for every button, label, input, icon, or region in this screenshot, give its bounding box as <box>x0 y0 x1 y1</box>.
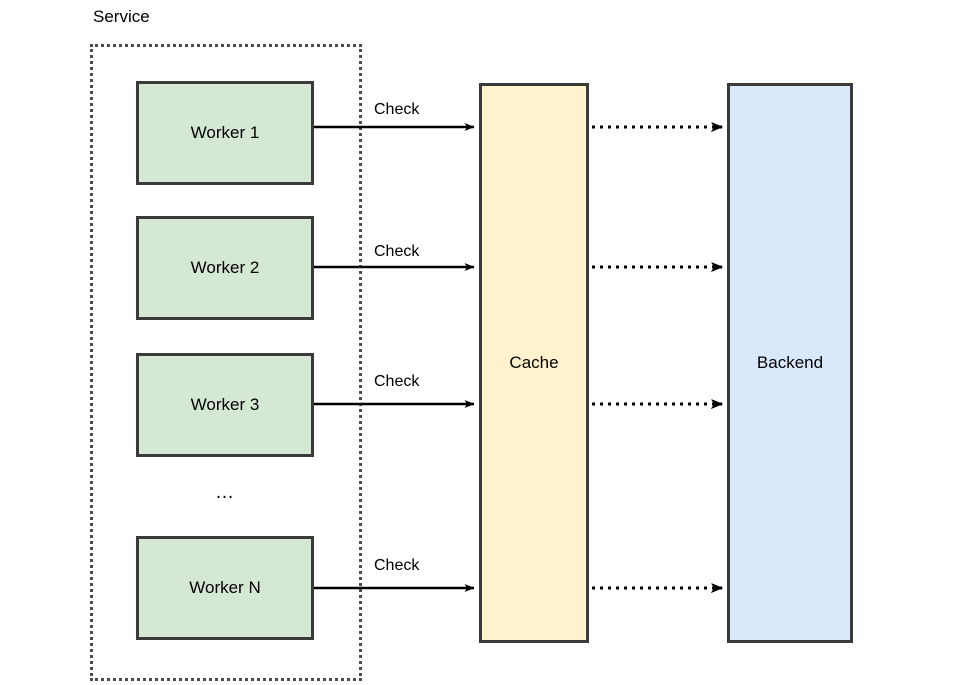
edge-label-check-3: Check <box>374 373 420 390</box>
node-worker-2[interactable]: Worker 2 <box>136 216 314 320</box>
node-worker-1-label: Worker 1 <box>190 123 260 142</box>
node-worker-3-label: Worker 3 <box>190 395 260 414</box>
node-cache[interactable]: Cache <box>479 83 589 643</box>
node-worker-n-label: Worker N <box>189 578 261 597</box>
node-cache-label: Cache <box>509 353 559 372</box>
edge-label-check-4: Check <box>374 557 420 574</box>
node-backend[interactable]: Backend <box>727 83 853 643</box>
node-backend-label: Backend <box>756 353 824 372</box>
edge-label-check-2: Check <box>374 243 420 260</box>
node-worker-2-label: Worker 2 <box>190 258 260 277</box>
node-worker-n[interactable]: Worker N <box>136 536 314 640</box>
node-worker-1[interactable]: Worker 1 <box>136 81 314 185</box>
node-worker-3[interactable]: Worker 3 <box>136 353 314 457</box>
service-group-container <box>90 44 362 681</box>
workers-ellipsis: … <box>215 482 235 503</box>
edge-label-check-1: Check <box>374 101 420 118</box>
service-group-label: Service <box>93 7 150 26</box>
